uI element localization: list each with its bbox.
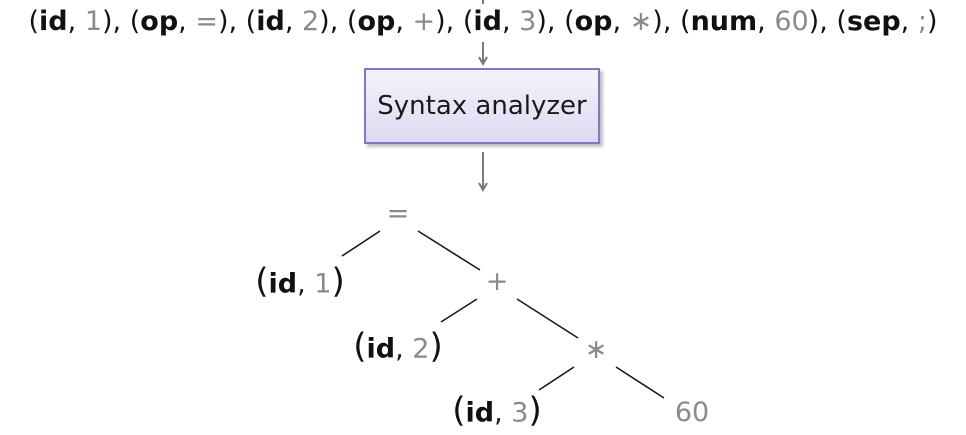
edge-mul-to-id3	[538, 366, 575, 391]
tree-node-mul: ∗	[584, 334, 608, 365]
token-4: (op, +)	[346, 6, 446, 37]
edge-assign-to-id1	[341, 230, 381, 257]
tree-node-plus: +	[485, 266, 509, 297]
syntax-analyzer-box: Syntax analyzer	[364, 68, 600, 144]
edge-assign-to-plus	[417, 230, 481, 271]
token-8: (sep, ;)	[836, 6, 938, 37]
token-6: (op, ∗)	[564, 6, 663, 37]
tree-node-assign: =	[386, 198, 410, 229]
tree-leaf-id3: (id, 3)	[452, 390, 542, 431]
tree-leaf-id2: (id, 2)	[353, 326, 443, 367]
token-3: (id, 2)	[245, 6, 330, 37]
token-5: (id, 3)	[462, 6, 547, 37]
edge-mul-to-num	[615, 366, 665, 399]
tree-leaf-num: 60	[674, 397, 710, 428]
token-1: (id, 1)	[28, 6, 113, 37]
token-stream: (id, 1), (op, =), (id, 2), (op, +), (id,…	[28, 6, 938, 37]
syntax-analyzer-label: Syntax analyzer	[377, 91, 587, 121]
edge-plus-to-mul	[516, 298, 579, 339]
token-2: (op, =)	[129, 6, 229, 37]
edge-plus-to-id2	[440, 298, 478, 323]
token-7: (num, 60)	[680, 6, 820, 37]
tree-leaf-id1: (id, 1)	[255, 261, 345, 302]
